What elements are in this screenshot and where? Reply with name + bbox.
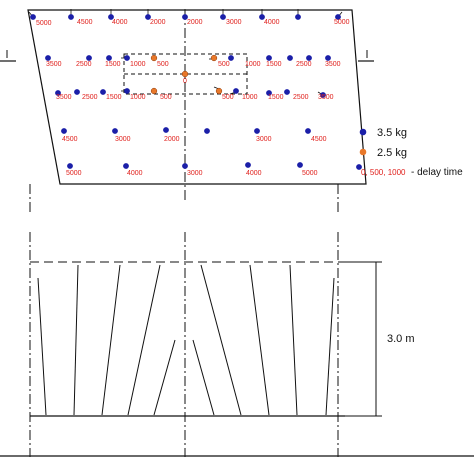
tunnel-face-outline [27, 9, 367, 185]
charge-hole-3-5kg [320, 92, 326, 98]
charge-holes [30, 14, 362, 170]
delay-label: 4500 [62, 136, 78, 143]
charge-hole-3-5kg [45, 55, 51, 61]
legend-label-3-5kg: 3.5 kg [377, 127, 407, 139]
charge-hole-3-5kg [182, 163, 188, 169]
charge-hole-3-5kg [305, 128, 311, 134]
charge-hole-2-5kg [181, 70, 189, 78]
delay-label: 5000 [66, 170, 82, 177]
delay-label: 500 [222, 94, 234, 101]
charge-hole-3-5kg [228, 55, 234, 61]
delay-label: 4500 [77, 19, 93, 26]
delay-label: 2000 [150, 19, 166, 26]
legend: 3.5 kg 2.5 kg 0, 500, 1000 - delay time [359, 127, 463, 178]
legend-marker-3-5kg [359, 128, 367, 136]
charge-hole-3-5kg [163, 127, 169, 133]
charge-hole-3-5kg [124, 88, 130, 94]
legend-delay-text: - delay time [411, 167, 463, 178]
dimension-label: 3.0 m [387, 333, 415, 345]
delay-label: 5000 [36, 20, 52, 27]
charge-hole-2-5kg [150, 54, 158, 62]
delay-label: 1500 [266, 61, 282, 68]
charge-hole-3-5kg [68, 14, 74, 20]
delay-label: 3500 [325, 61, 341, 68]
delay-label: 1500 [105, 61, 121, 68]
charge-hole-3-5kg [325, 55, 331, 61]
delay-label: 500 [160, 94, 172, 101]
delay-label: 5000 [334, 19, 350, 26]
delay-label: 1000 [130, 94, 146, 101]
delay-label: 3000 [115, 136, 131, 143]
delay-label: 3500 [318, 94, 334, 101]
charge-hole-3-5kg [287, 55, 293, 61]
delay-label: 2000 [187, 19, 203, 26]
hole-traces [37, 264, 335, 416]
legend-label-2-5kg: 2.5 kg [377, 147, 407, 159]
charge-hole-3-5kg [74, 89, 80, 95]
charge-hole-3-5kg [30, 14, 36, 20]
delay-label: 1000 [130, 61, 146, 68]
charge-hole-3-5kg [124, 55, 130, 61]
legend-marker-2-5kg [359, 148, 367, 156]
delay-label: 1500 [106, 94, 122, 101]
delay-label: 4500 [311, 136, 327, 143]
delay-label: 0 [183, 78, 187, 85]
charge-hole-2-5kg [210, 54, 218, 62]
delay-label: 4000 [127, 170, 143, 177]
charge-hole-3-5kg [297, 162, 303, 168]
charge-hole-3-5kg [67, 163, 73, 169]
delay-label: 2500 [76, 61, 92, 68]
charge-hole-3-5kg [106, 55, 112, 61]
charge-hole-3-5kg [204, 128, 210, 134]
legend-delay-values: 0, 500, 1000 [361, 168, 406, 177]
delay-label: 3000 [256, 136, 272, 143]
charge-hole-3-5kg [123, 163, 129, 169]
charge-hole-3-5kg [266, 90, 272, 96]
delay-label: 1000 [242, 94, 258, 101]
charge-hole-3-5kg [335, 14, 341, 20]
charge-hole-3-5kg [254, 128, 260, 134]
charge-hole-3-5kg [295, 14, 301, 20]
charge-hole-3-5kg [55, 90, 61, 96]
charge-hole-3-5kg [284, 89, 290, 95]
charge-hole-2-5kg [215, 87, 223, 95]
delay-label: 3500 [56, 94, 72, 101]
charge-hole-3-5kg [245, 162, 251, 168]
delay-label: 3000 [187, 170, 203, 177]
delay-label: 500 [218, 61, 230, 68]
charge-hole-3-5kg [306, 55, 312, 61]
section-view: 3.0 m [0, 232, 474, 457]
delay-label: 4000 [112, 19, 128, 26]
charge-hole-2-5kg [150, 87, 158, 95]
delay-label: 1500 [268, 94, 284, 101]
delay-label: 2000 [164, 136, 180, 143]
charge-hole-3-5kg [100, 89, 106, 95]
delay-label: 3500 [46, 61, 62, 68]
delay-label: 1000 [245, 61, 261, 68]
delay-label: 2500 [293, 94, 309, 101]
delay-label: 4000 [264, 19, 280, 26]
delay-label: 3000 [226, 19, 242, 26]
charge-hole-3-5kg [259, 14, 265, 20]
charge-hole-3-5kg [112, 128, 118, 134]
delay-label: 2500 [296, 61, 312, 68]
delay-label: 4000 [246, 170, 262, 177]
charge-hole-3-5kg [233, 88, 239, 94]
charge-hole-3-5kg [108, 14, 114, 20]
charge-hole-3-5kg [61, 128, 67, 134]
delay-label: 500 [157, 61, 169, 68]
charge-hole-3-5kg [86, 55, 92, 61]
charge-hole-3-5kg [145, 14, 151, 20]
charge-hole-3-5kg [182, 14, 188, 20]
charge-hole-3-5kg [266, 55, 272, 61]
delay-label: 2500 [82, 94, 98, 101]
delay-label: 5000 [302, 170, 318, 177]
height-dimension [345, 261, 382, 417]
charge-hole-3-5kg [220, 14, 226, 20]
charge-hole-3-5kg [356, 164, 362, 170]
